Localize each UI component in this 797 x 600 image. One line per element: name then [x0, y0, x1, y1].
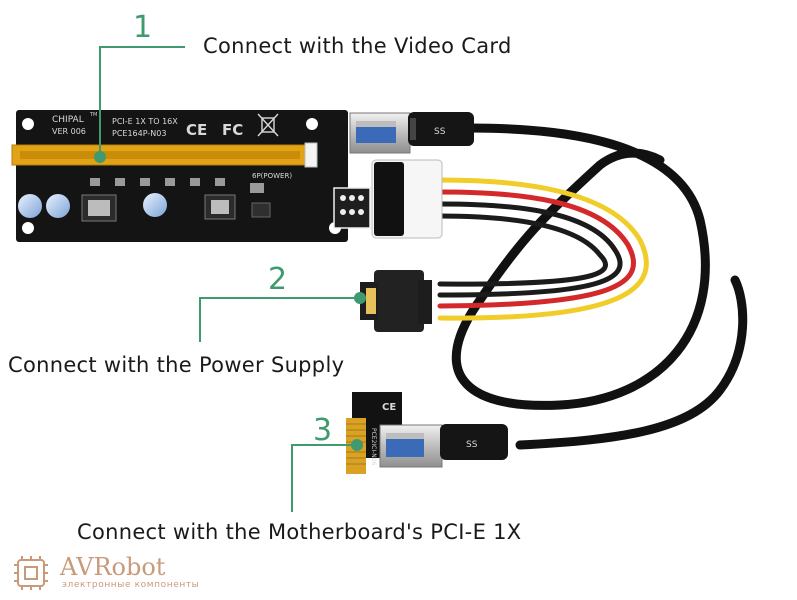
adapter-usb-ss-label: SS — [466, 440, 478, 450]
board-brand: CHIPAL — [52, 115, 84, 125]
board-connector-label: 6P(POWER) — [252, 172, 292, 180]
watermark-tagline: электронные компоненты — [62, 580, 200, 590]
callout-label-video-card: Connect with the Video Card — [203, 34, 512, 58]
capacitor — [46, 194, 70, 218]
board-fc-mark: FC — [222, 121, 243, 139]
board-ce-mark: CE — [186, 121, 207, 139]
callout-label-motherboard: Connect with the Motherboard's PCI-E 1X — [77, 520, 522, 544]
mount-hole — [306, 118, 318, 130]
mount-hole — [22, 118, 34, 130]
riser-usb-ss-label: SS — [434, 127, 446, 137]
usb-cable-bottom — [515, 275, 748, 450]
board-trademark: TM — [89, 112, 97, 118]
sata-connector — [360, 270, 432, 332]
adapter-usb-plug — [440, 424, 508, 460]
adapter-ce-mark: CE — [382, 402, 396, 413]
callout-number-2: 2 — [268, 262, 288, 297]
callout-lines — [99, 46, 360, 512]
smd-components — [90, 178, 264, 193]
callout-marker-3 — [351, 439, 363, 451]
six-pin-connector — [333, 187, 371, 229]
avrobot-logo-icon — [14, 556, 48, 590]
x1-adapter — [346, 392, 508, 474]
mount-hole — [22, 222, 34, 234]
board-version: VER 006 — [52, 127, 86, 136]
weee-icon — [257, 113, 279, 137]
callout-label-power-supply: Connect with the Power Supply — [8, 353, 345, 377]
watermark-name: AVRobot — [60, 553, 166, 581]
callout-marker-2 — [354, 292, 366, 304]
capacitor — [143, 193, 167, 217]
callout-marker-1 — [94, 151, 106, 163]
usb-cable — [451, 123, 710, 410]
capacitor — [18, 194, 42, 218]
riser-usb-plug — [408, 112, 474, 146]
callout-number-3: 3 — [313, 413, 333, 448]
ic-chip — [251, 202, 271, 218]
power-wires — [437, 177, 649, 321]
adapter-model: PCE2ICI-N06 — [370, 428, 377, 466]
callout-number-1: 1 — [133, 10, 153, 45]
board-model-line1: PCI-E 1X TO 16X — [112, 117, 178, 126]
board-model-line2: PCE164P-N03 — [112, 129, 166, 138]
